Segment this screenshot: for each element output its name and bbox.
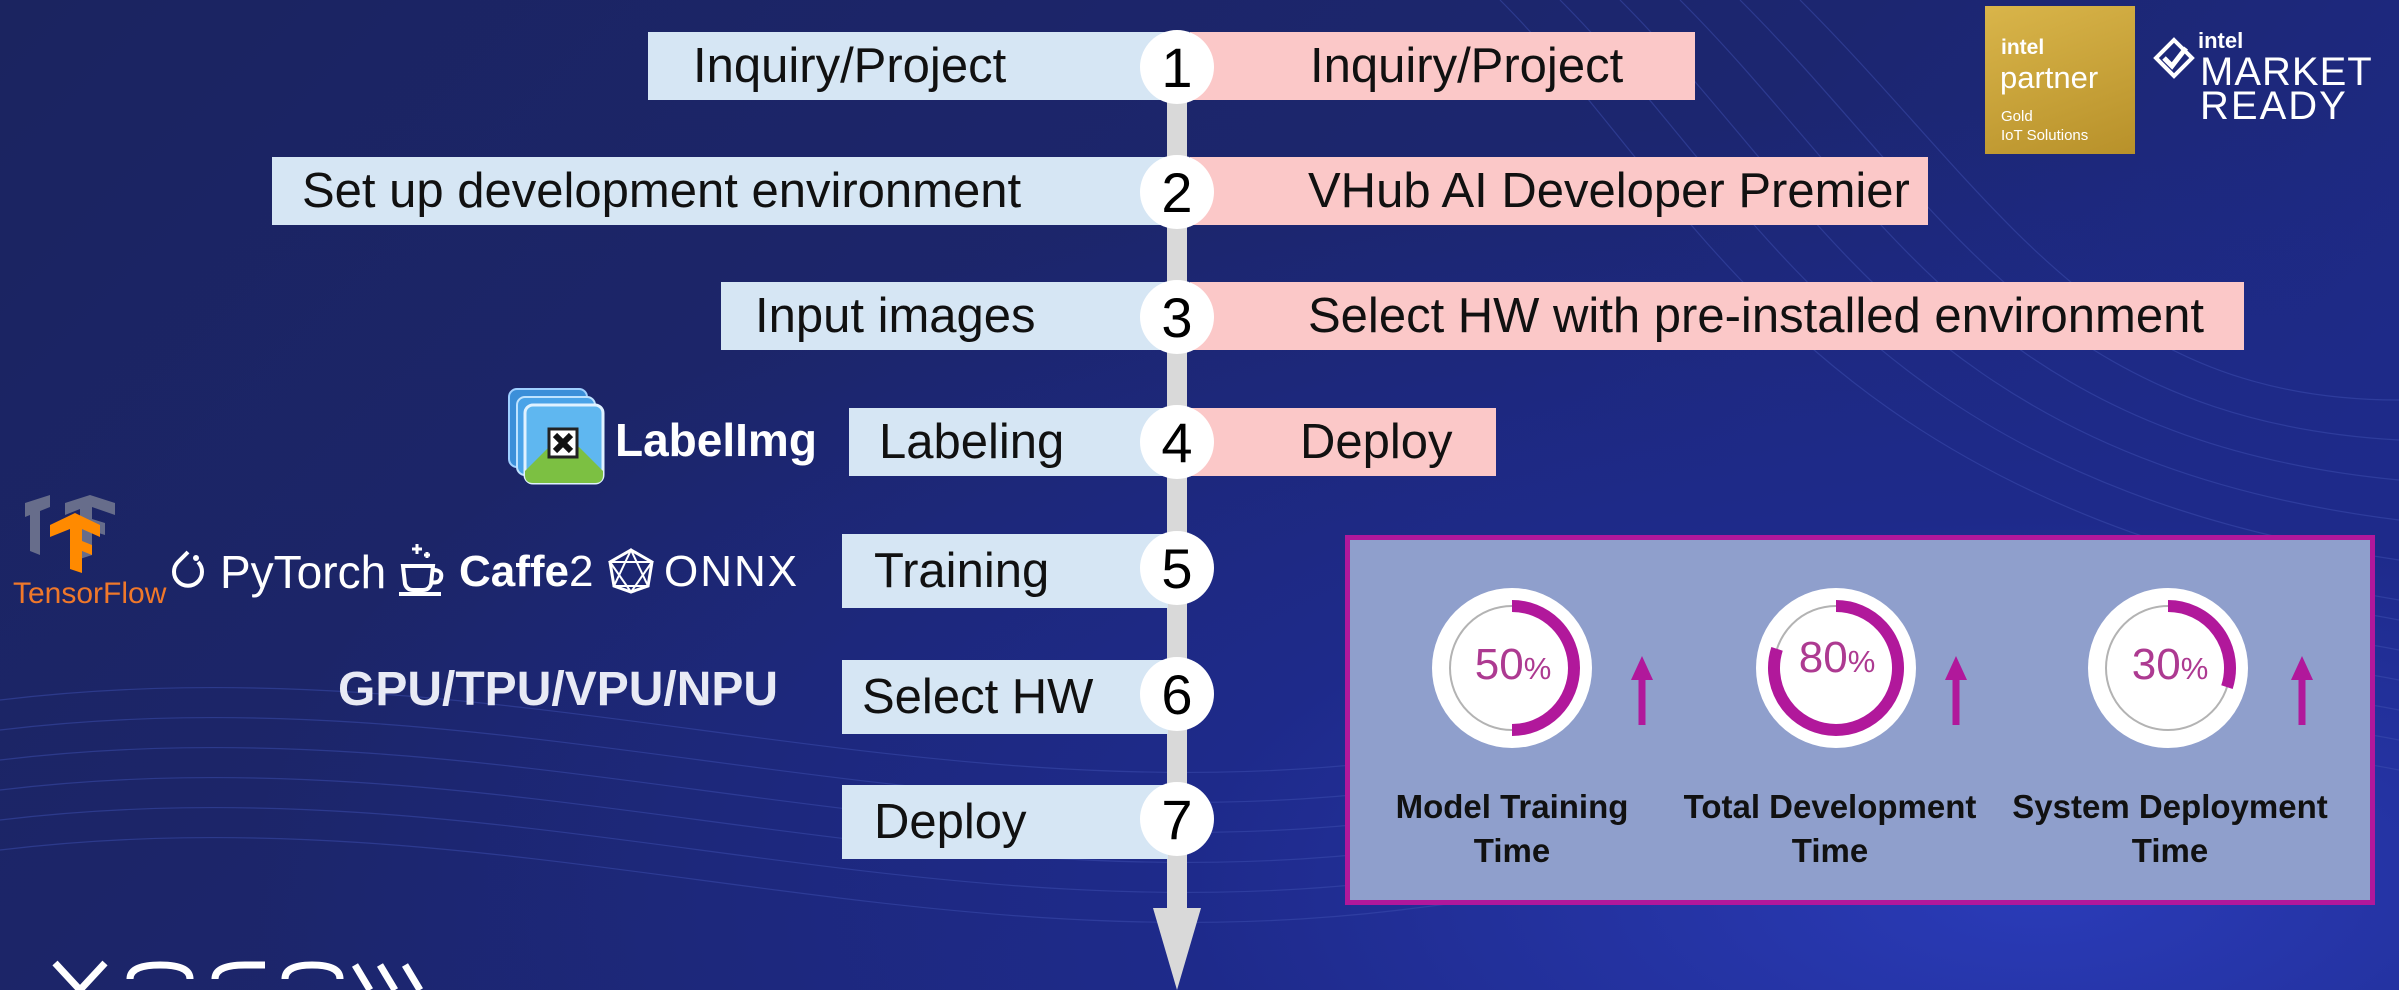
right-step-label: Select HW with pre-installed environment	[1308, 289, 2204, 343]
metric-value-unit: %	[1847, 644, 1876, 679]
intel-partner-brand: intel	[2001, 36, 2045, 59]
caffe2-brand: Caffe	[459, 547, 570, 596]
metric-value-number: 50	[1474, 640, 1524, 689]
left-step-label: Deploy	[874, 795, 1027, 849]
left-step-7: Deploy	[842, 785, 1168, 859]
market-ready-line2: READY	[2200, 84, 2348, 128]
intel-partner-badge: intel partner Gold IoT Solutions	[1985, 6, 2135, 154]
caffe2-version: 2	[569, 547, 594, 596]
metric-value-number: 30	[2131, 640, 2181, 689]
metric-gauge-arc	[2167, 600, 2236, 690]
onnx-icon	[608, 548, 654, 594]
up-arrow-icon	[2291, 656, 2313, 680]
step-number-3: 3	[1140, 280, 1214, 354]
step-number-2: 2	[1140, 155, 1214, 229]
metric-1-value: 50%	[1448, 640, 1578, 690]
intel-partner-subtitle: IoT Solutions	[2001, 127, 2089, 144]
metric-value-unit: %	[1523, 651, 1552, 686]
left-step-4: Labeling	[849, 408, 1168, 476]
left-step-label: Labeling	[879, 415, 1065, 469]
intel-partner-word: partner	[2000, 60, 2099, 95]
left-step-6: Select HW	[842, 660, 1168, 734]
labelimg-icon	[508, 388, 605, 485]
metric-2-value: 80%	[1772, 633, 1902, 683]
metric-3-value: 30%	[2105, 640, 2235, 690]
right-step-3: Select HW with pre-installed environment	[1190, 282, 2244, 350]
caffe2-cup-icon	[399, 544, 444, 596]
vecow-logo	[52, 960, 424, 990]
step-number-1: 1	[1140, 30, 1214, 104]
step-number-5: 5	[1140, 531, 1214, 605]
metric-gauge-arc	[1768, 600, 1904, 736]
step-number-7: 7	[1140, 782, 1214, 856]
left-step-3: Input images	[721, 282, 1168, 350]
up-arrow-icon	[1631, 656, 1653, 680]
metric-label-line: Time	[2131, 832, 2209, 869]
right-step-2: VHub AI Developer Premier	[1190, 157, 1928, 225]
left-step-label: Inquiry/Project	[693, 39, 1007, 93]
metric-gauge-arc	[1511, 600, 1580, 736]
tensorflow-logo-text: TensorFlow	[13, 577, 167, 610]
labelimg-logo-text: LabelImg	[615, 414, 817, 466]
metric-label-line: Total Development	[1683, 788, 1977, 825]
metric-label-line: Time	[1473, 832, 1551, 869]
left-step-label: Training	[874, 544, 1050, 598]
left-step-label: Select HW	[862, 670, 1094, 724]
left-step-label: Set up development environment	[302, 164, 1022, 218]
step-number-4: 4	[1140, 405, 1214, 479]
timeline-arrowhead	[1153, 908, 1201, 990]
metric-value-number: 80	[1798, 633, 1848, 682]
right-step-label: Deploy	[1300, 415, 1453, 469]
left-step-2: Set up development environment	[272, 157, 1168, 225]
tensorflow-icon	[25, 495, 115, 573]
left-step-1: Inquiry/Project	[648, 32, 1168, 100]
pytorch-icon	[172, 550, 204, 588]
onnx-logo-text: ONNX	[664, 547, 800, 596]
metric-label-line: Time	[1791, 832, 1869, 869]
caffe2-logo-text: Caffe2	[459, 547, 594, 597]
hardware-types-label: GPU/TPU/VPU/NPU	[338, 663, 779, 716]
right-step-label: Inquiry/Project	[1310, 39, 1624, 93]
metric-label-line: Model Training	[1395, 788, 1629, 825]
step-number-6: 6	[1140, 657, 1214, 731]
right-step-4: Deploy	[1190, 408, 1496, 476]
right-step-label: VHub AI Developer Premier	[1308, 164, 1910, 218]
intel-partner-tier: Gold	[2001, 108, 2033, 125]
metric-label-line: System Deployment	[2012, 788, 2328, 825]
up-arrow-icon	[1945, 656, 1967, 680]
pytorch-logo-text: PyTorch	[220, 546, 387, 598]
market-ready-line1: MARKET	[2200, 50, 2373, 94]
right-step-1: Inquiry/Project	[1190, 32, 1695, 100]
market-ready-brand: intel	[2198, 28, 2244, 53]
left-step-label: Input images	[755, 289, 1036, 343]
market-ready-check-icon	[2153, 37, 2195, 79]
metric-value-unit: %	[2180, 651, 2209, 686]
left-step-5: Training	[842, 534, 1168, 608]
